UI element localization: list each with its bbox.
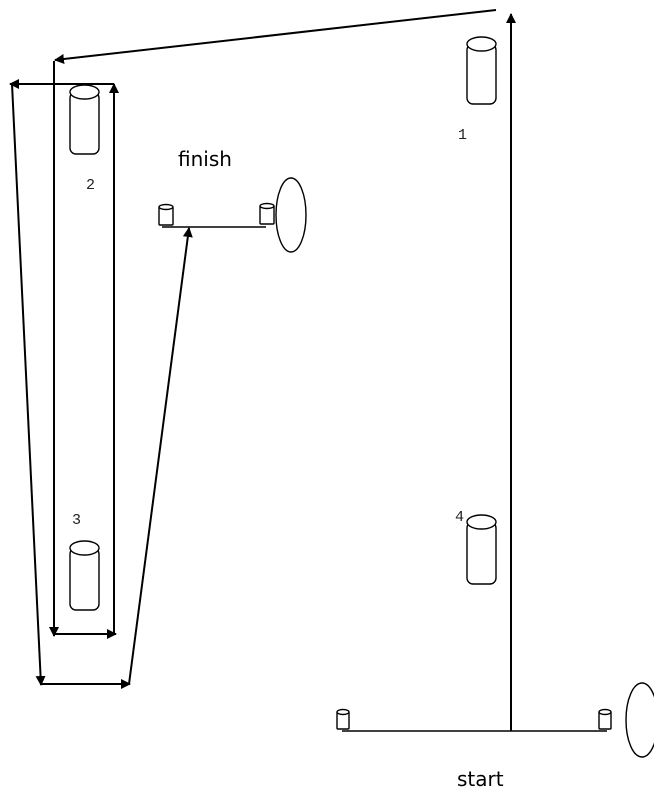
pylon-1-label: 1 bbox=[458, 127, 467, 144]
pylon-3-label: 3 bbox=[72, 512, 81, 529]
start-gate-marker-oval bbox=[625, 682, 654, 758]
pylon-2-label: 2 bbox=[86, 177, 95, 194]
path-segment-outer-down bbox=[11, 83, 46, 686]
finish-gate-marker-oval bbox=[275, 177, 307, 253]
path-segment-to-finish bbox=[128, 227, 193, 685]
pylon-2 bbox=[69, 84, 100, 155]
start-gate bbox=[336, 682, 654, 758]
finish-label: finish bbox=[178, 147, 232, 171]
pylon-3 bbox=[69, 540, 100, 611]
start-label: start bbox=[457, 767, 504, 791]
pylon-4-label: 4 bbox=[455, 509, 464, 526]
pylon-1 bbox=[466, 36, 497, 105]
finish-gate-post-left bbox=[158, 203, 174, 226]
pylon-4 bbox=[466, 514, 497, 585]
path-segment-to-left bbox=[54, 9, 497, 64]
flight-path bbox=[9, 9, 516, 731]
finish-gate bbox=[158, 177, 307, 253]
start-gate-post-left bbox=[336, 708, 350, 730]
finish-gate-post-right bbox=[259, 202, 275, 225]
start-gate-post-right bbox=[598, 708, 612, 730]
